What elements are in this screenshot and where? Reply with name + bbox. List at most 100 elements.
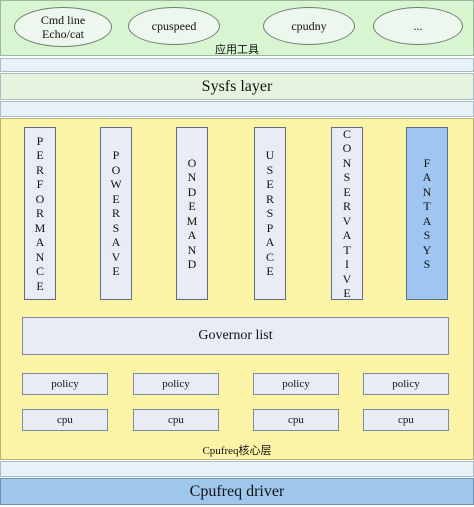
governor-letter: N bbox=[422, 184, 432, 199]
core-layer-label: Cpufreq核心层 bbox=[202, 445, 272, 457]
governor-letter: R bbox=[35, 206, 44, 221]
governor-letter: Y bbox=[422, 242, 432, 257]
app-layer-label: 应用工具 bbox=[215, 44, 259, 56]
tool-cmdline-echo-label: Cmd line Echo/cat bbox=[40, 13, 86, 41]
governor-letter: C bbox=[342, 126, 351, 141]
governor-letter: M bbox=[186, 213, 198, 228]
governor-letter: A bbox=[422, 170, 432, 184]
governor-letter: E bbox=[36, 278, 44, 293]
governor-letter: E bbox=[266, 264, 274, 279]
governor-letter: S bbox=[266, 162, 274, 177]
policy-label-3: policy bbox=[282, 378, 310, 390]
governor-letter: E bbox=[112, 264, 120, 279]
tool-cpudny: cpudny bbox=[263, 7, 355, 45]
governor-letter: R bbox=[111, 206, 120, 221]
governor-letter: A bbox=[265, 235, 275, 250]
governor-letter: V bbox=[342, 271, 352, 286]
governor-letter: D bbox=[187, 257, 197, 271]
separator-band-middle bbox=[0, 101, 474, 117]
separator-band-top bbox=[0, 58, 474, 72]
governor-letter: S bbox=[343, 170, 351, 184]
governor-letter: O bbox=[187, 155, 197, 170]
cpufreq-driver-layer: Cpufreq driver bbox=[0, 478, 474, 505]
policy-label-2: policy bbox=[162, 378, 190, 390]
governor-letter: E bbox=[188, 199, 196, 213]
governor-letter: A bbox=[111, 235, 121, 250]
tool-cmdline-echo: Cmd line Echo/cat bbox=[14, 7, 112, 47]
cpu-label-4: cpu bbox=[398, 414, 414, 426]
cpu-label-3: cpu bbox=[288, 414, 304, 426]
policy-box-1: policy bbox=[22, 373, 108, 395]
governor-letter: R bbox=[342, 199, 351, 213]
governor-letter: C bbox=[35, 264, 44, 279]
governor-letter: F bbox=[423, 155, 431, 170]
governor-letter: T bbox=[343, 242, 351, 257]
governor-letter: V bbox=[111, 249, 121, 264]
sysfs-layer-label: Sysfs layer bbox=[201, 77, 273, 95]
cpu-box-2: cpu bbox=[133, 409, 219, 431]
governor-letter: P bbox=[112, 148, 120, 163]
governor-letter: M bbox=[34, 220, 46, 235]
governor-letter: E bbox=[266, 177, 274, 192]
governor-letter: C bbox=[265, 249, 274, 264]
governor-letter: T bbox=[423, 199, 431, 213]
governor-letter: D bbox=[187, 184, 197, 199]
cpufreq-core-layer bbox=[0, 118, 474, 460]
tool-cpuspeed-label: cpuspeed bbox=[151, 19, 197, 33]
governor-letter: F bbox=[36, 177, 44, 192]
tool-more: ... bbox=[373, 7, 463, 45]
cpufreq-driver-label: Cpufreq driver bbox=[189, 482, 285, 500]
governor-letter: E bbox=[343, 286, 351, 300]
governor-letter: A bbox=[187, 228, 197, 242]
policy-box-4: policy bbox=[363, 373, 449, 395]
policy-box-2: policy bbox=[133, 373, 219, 395]
cpu-box-4: cpu bbox=[363, 409, 449, 431]
governor-list: Governor list bbox=[22, 317, 449, 355]
governor-letter: R bbox=[265, 191, 274, 206]
governor-letter: N bbox=[187, 242, 197, 257]
cpu-label-2: cpu bbox=[168, 414, 184, 426]
governor-letter: N bbox=[187, 170, 197, 184]
tool-cpudny-label: cpudny bbox=[291, 19, 327, 33]
governor-letter: N bbox=[342, 155, 352, 170]
tool-more-label: ... bbox=[413, 19, 423, 33]
sysfs-layer: Sysfs layer bbox=[0, 73, 474, 100]
governor-letter: E bbox=[343, 184, 351, 199]
governor-list-label: Governor list bbox=[198, 328, 273, 343]
governor-letter: A bbox=[35, 235, 45, 250]
governor-letter: A bbox=[342, 228, 352, 242]
cpu-box-3: cpu bbox=[253, 409, 339, 431]
governor-letter: W bbox=[110, 177, 122, 192]
governor-letter: R bbox=[35, 162, 44, 177]
cpu-box-1: cpu bbox=[22, 409, 108, 431]
governor-letter: N bbox=[35, 249, 45, 264]
tool-cpuspeed: cpuspeed bbox=[128, 7, 220, 45]
governor-letter: V bbox=[342, 213, 352, 228]
governor-letter: S bbox=[266, 206, 274, 221]
policy-label-4: policy bbox=[392, 378, 420, 390]
governor-letter: E bbox=[36, 148, 44, 163]
governor-letter: U bbox=[265, 148, 275, 163]
governor-letter: P bbox=[36, 133, 44, 148]
governor-letter: A bbox=[422, 213, 432, 228]
separator-band-bottom bbox=[0, 461, 474, 477]
policy-box-3: policy bbox=[253, 373, 339, 395]
governor-letter: O bbox=[111, 162, 121, 177]
governor-letter: I bbox=[344, 257, 349, 271]
governor-letter: E bbox=[112, 191, 120, 206]
governor-letter: S bbox=[423, 257, 431, 271]
cpu-label-1: cpu bbox=[57, 414, 73, 426]
governor-letter: S bbox=[423, 228, 431, 242]
policy-label-1: policy bbox=[51, 378, 79, 390]
